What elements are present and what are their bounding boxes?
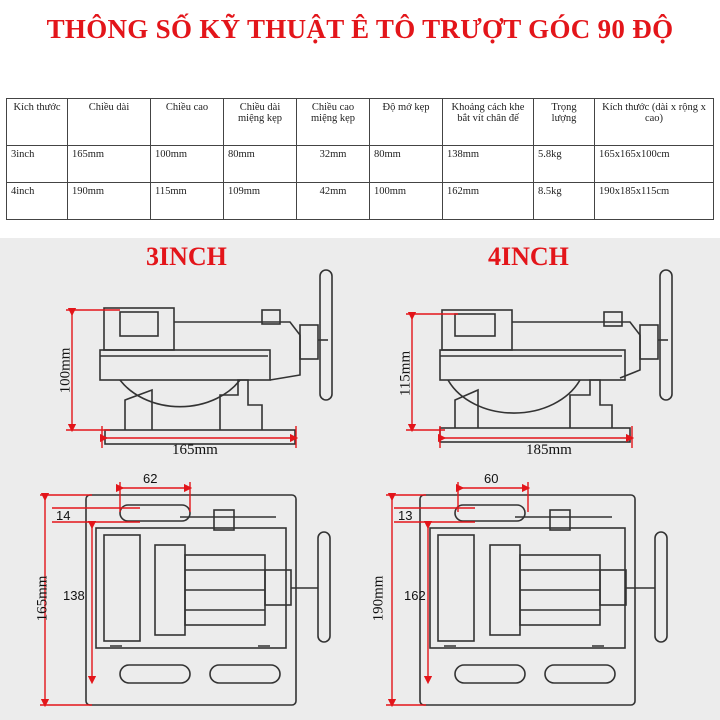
table-cell: 32mm xyxy=(296,145,370,183)
header-opening: Độ mở kẹp xyxy=(369,98,443,146)
header-height: Chiều cao xyxy=(150,98,224,146)
dim-label-4inch-opening: 60 xyxy=(484,471,499,486)
table-cell: 165x165x100cm xyxy=(594,145,714,183)
dim-label-4inch-offset: 13 xyxy=(398,508,413,523)
left-drawing-title: 3INCH xyxy=(146,242,227,271)
table-cell: 5.8kg xyxy=(533,145,595,183)
dim-lines-top-3inch xyxy=(40,482,193,708)
table-cell: 80mm xyxy=(369,145,443,183)
right-drawing-title: 4INCH xyxy=(488,242,569,271)
spec-table: Kích thước Chiều dài Chiều cao Chiều dài… xyxy=(6,98,714,220)
dim-label-3inch-slot: 138 xyxy=(63,588,85,603)
header-weight: Trọng lượng xyxy=(533,98,595,146)
dim-label-3inch-length: 165mm xyxy=(172,442,218,458)
table-cell: 115mm xyxy=(150,182,224,220)
dim-label-4inch-length: 185mm xyxy=(526,442,572,458)
dim-lines-side-4inch xyxy=(406,311,635,448)
header-dimensions: Kích thước (dài x rộng x cao) xyxy=(594,98,714,146)
table-cell: 162mm xyxy=(442,182,534,220)
table-row: 4inch 190mm 115mm 109mm 42mm 100mm 162mm… xyxy=(6,182,714,220)
dim-lines-top-4inch xyxy=(386,482,531,708)
side-view-4inch xyxy=(439,269,673,443)
table-cell: 100mm xyxy=(369,182,443,220)
dim-lines-side-3inch xyxy=(66,307,299,448)
header-length: Chiều dài xyxy=(67,98,151,146)
table-cell: 138mm xyxy=(442,145,534,183)
top-view-4inch xyxy=(419,494,668,706)
table-cell: 190x185x115cm xyxy=(594,182,714,220)
dim-label-3inch-offset: 14 xyxy=(56,508,71,523)
table-cell: 100mm xyxy=(150,145,224,183)
dim-label-4inch-slot: 162 xyxy=(404,588,426,603)
header-slot-distance: Khoảng cách khe bắt vít chân đế xyxy=(442,98,534,146)
dim-label-3inch-height: 100mm xyxy=(57,347,74,394)
page-title: THÔNG SỐ KỸ THUẬT Ê TÔ TRƯỢT GÓC 90 ĐỘ xyxy=(46,14,674,44)
header-size: Kích thước xyxy=(6,98,68,146)
side-view-3inch xyxy=(99,269,333,445)
top-view-3inch xyxy=(85,494,331,706)
table-cell: 4inch xyxy=(6,182,68,220)
dim-label-3inch-top-length: 165mm xyxy=(34,575,51,622)
table-cell: 190mm xyxy=(67,182,151,220)
dim-label-4inch-top-length: 190mm xyxy=(370,575,387,622)
dim-label-3inch-opening: 62 xyxy=(143,471,158,486)
table-row: 3inch 165mm 100mm 80mm 32mm 80mm 138mm 5… xyxy=(6,145,714,183)
table-cell: 42mm xyxy=(296,182,370,220)
dim-label-4inch-height: 115mm xyxy=(397,350,414,397)
table-cell: 8.5kg xyxy=(533,182,595,220)
